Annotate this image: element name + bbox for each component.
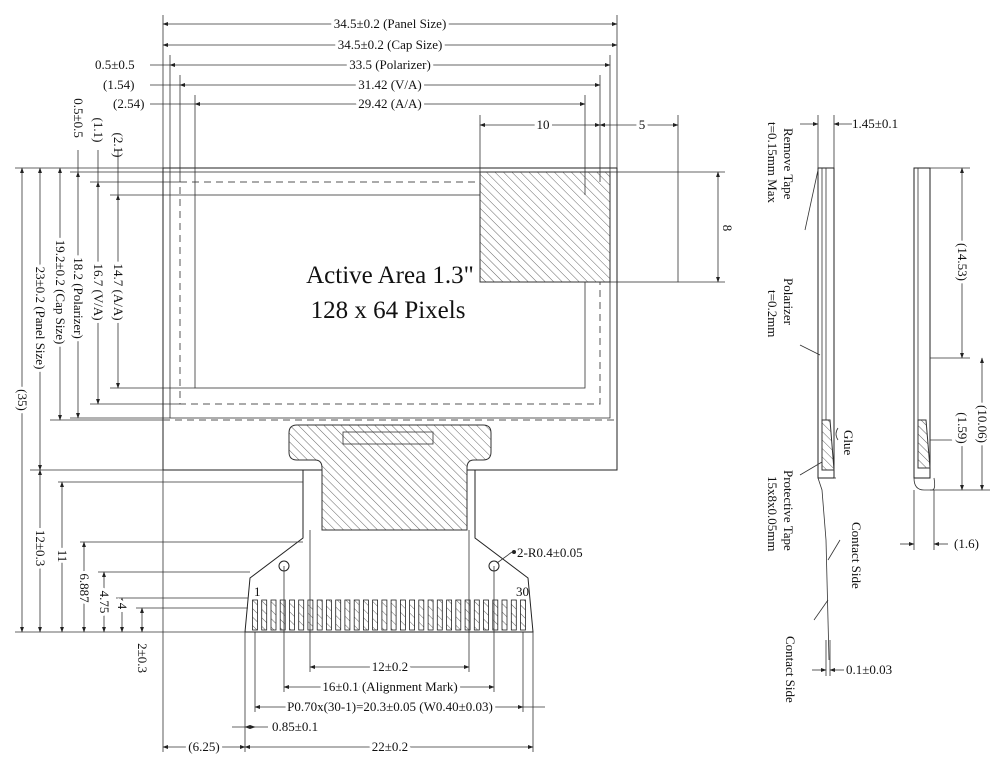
edge-085-dim: 0.85±0.1 <box>272 719 318 734</box>
protective-tape-label: Protective Tape <box>781 470 796 551</box>
fpc-pin <box>446 599 453 631</box>
fpc-pin <box>455 599 462 631</box>
visual-area-outline <box>179 181 601 405</box>
side-height-1006: (10.06) <box>975 405 990 443</box>
thickness-dim: 1.45±0.1 <box>852 116 898 131</box>
fpc-width-dim: 22±0.2 <box>372 739 408 754</box>
fpc-pin <box>427 599 434 631</box>
dim-5: 5 <box>639 117 646 132</box>
remove-tape-label: Remove Tape <box>781 128 796 200</box>
protective-tape-spec: 15x8x0.05mm <box>765 476 780 551</box>
pin-first-label: 1 <box>254 584 261 599</box>
fpc-pin <box>501 599 508 631</box>
fpc-pin <box>335 599 342 631</box>
fpc-pin <box>473 599 480 631</box>
side-view-right: (14.53) (10.06) (1.59) (1.6) <box>900 167 993 551</box>
dim-8: 8 <box>720 225 735 232</box>
side-view-left: 1.45±0.1 Remove Tape t=0.15mm Max Polari… <box>765 115 898 703</box>
polarizer-width-dim: 33.5 (Polarizer) <box>349 57 431 72</box>
driver-ic-chip <box>342 431 434 445</box>
aa-height-dim: 14.7 (A/A) <box>111 263 126 320</box>
driver-ic-area <box>288 424 492 531</box>
total-height-dim: (35) <box>15 389 30 411</box>
glue-label: Glue <box>841 430 856 456</box>
contact-side-label-b: Contact Side <box>783 636 798 703</box>
side-height-159: (1.59) <box>955 412 970 443</box>
width-12-dim: 12±0.2 <box>372 659 408 674</box>
fpc-pin <box>483 599 489 631</box>
fpc-tail-outline <box>244 470 534 633</box>
v-offset-21-dim: (2.1) <box>111 133 126 158</box>
v-offset-05-dim: 0.5±0.5 <box>71 98 86 138</box>
fpc-pin <box>510 599 517 631</box>
offset-254-dim: (2.54) <box>113 96 144 111</box>
fpc-2-dim: 2±0.3 <box>135 643 150 673</box>
cap-height-dim: 19.2±0.2 (Cap Size) <box>53 240 68 345</box>
radius-label: 2-R0.4±0.05 <box>517 545 583 560</box>
fpc-pin <box>436 599 443 631</box>
fpc-pin <box>464 599 471 631</box>
v-offset-11-dim: (1.1) <box>91 118 106 143</box>
aa-width-dim: 29.42 (A/A) <box>358 96 422 111</box>
cap-width-dim: 34.5±0.2 (Cap Size) <box>338 37 443 52</box>
active-area-title: Active Area 1.3" <box>306 262 474 289</box>
left-dimensions: (35) 23±0.2 (Panel Size) 19.2±0.2 (Cap S… <box>12 98 303 673</box>
fpc-11-dim: 11 <box>55 550 70 563</box>
fpc-pin <box>298 599 305 631</box>
left-625-dim: (6.25) <box>188 739 219 754</box>
pin-last-label: 30 <box>516 584 529 599</box>
alignment-mark-dim: 16±0.1 (Alignment Mark) <box>322 679 457 694</box>
bottom-dimensions: 12±0.2 16±0.1 (Alignment Mark) P0.70x(30… <box>162 470 545 757</box>
fpc-pin <box>261 599 268 631</box>
fpc-pin <box>520 599 526 631</box>
detail-hatch-area <box>479 171 611 283</box>
side-height-1453: (14.53) <box>955 243 970 281</box>
fpc-pin <box>390 599 397 631</box>
pitch-dim: P0.70x(30-1)=20.3±0.05 (W0.40±0.03) <box>287 699 493 714</box>
side-width-16: (1.6) <box>954 536 979 551</box>
fpc-pin <box>289 599 295 631</box>
fpc-pin <box>316 599 323 631</box>
polarizer-outline <box>169 171 611 419</box>
fpc-pin-row <box>252 599 526 631</box>
dim-10: 10 <box>537 117 550 132</box>
offset-05-dim: 0.5±0.5 <box>95 57 135 72</box>
fpc-pin <box>252 599 258 631</box>
fpc-pin <box>372 599 379 631</box>
offset-154-dim: (1.54) <box>103 77 134 92</box>
fpc-6887-dim: 6.887 <box>77 573 92 603</box>
active-area-outline <box>194 194 586 389</box>
top-dimensions: 34.5±0.2 (Panel Size) 34.5±0.2 (Cap Size… <box>95 13 735 283</box>
fpc-pin <box>270 599 277 631</box>
fpc-pin <box>344 599 351 631</box>
fpc-pin <box>353 599 360 631</box>
va-height-dim: 16.7 (V/A) <box>91 263 106 320</box>
polarizer-label: Polarizer <box>781 278 796 326</box>
polarizer-spec: t=0.2mm <box>765 290 780 337</box>
fpc-475-dim: 4.75 <box>97 591 112 614</box>
panel-width-dim: 34.5±0.2 (Panel Size) <box>334 16 447 31</box>
remove-tape-spec: t=0.15mm Max <box>765 122 780 203</box>
fpc-pin <box>399 599 406 631</box>
front-view: Active Area 1.3" 128 x 64 Pixels 1 30 2-… <box>162 167 679 633</box>
detail-box <box>479 171 679 283</box>
fpc-12-dim: 12±0.3 <box>33 530 48 566</box>
panel-height-dim: 23±0.2 (Panel Size) <box>33 267 48 370</box>
pixel-count-label: 128 x 64 Pixels <box>311 297 466 324</box>
fpc-pin <box>381 599 388 631</box>
fpc-4-dim: 4 <box>115 603 130 610</box>
fpc-pin <box>279 599 286 631</box>
fpc-pin <box>362 599 369 631</box>
contact-side-label-a: Contact Side <box>849 522 864 589</box>
va-width-dim: 31.42 (V/A) <box>358 77 422 92</box>
fpc-thickness-dim: 0.1±0.03 <box>846 662 892 677</box>
fpc-pin <box>418 599 425 631</box>
fpc-pin <box>409 599 416 631</box>
polarizer-height-dim: 18.2 (Polarizer) <box>71 257 86 339</box>
fpc-pin <box>325 599 332 631</box>
fpc-pin <box>492 599 499 631</box>
